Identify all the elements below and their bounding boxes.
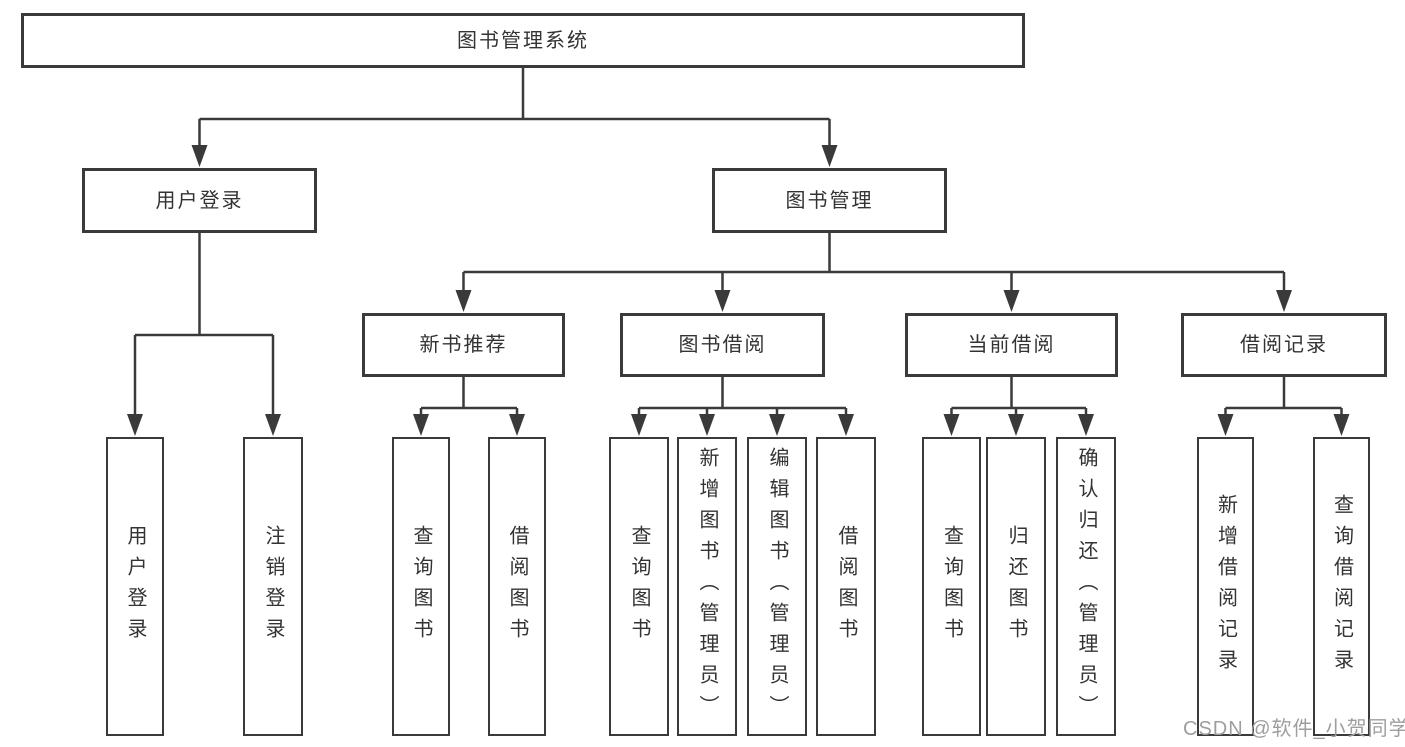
arrow-icon [1217,414,1234,436]
node-leaf-return-book: 归还图书 [986,437,1046,736]
arrow-icon [769,414,785,436]
node-leaf-user-login: 用户登录 [106,437,164,736]
node-label: 新增图书（管理员） [696,447,718,726]
node-label: 确认归还（管理员） [1075,447,1097,726]
arrow-icon [265,414,281,436]
node-label: 当前借阅 [967,334,1056,356]
arrow-icon [821,145,838,167]
node-label: 图书借阅 [678,334,767,356]
node-label: 注销登录 [262,524,284,649]
node-leaf-query-book-3: 查询图书 [922,437,981,736]
node-user-login: 用户登录 [82,168,317,233]
connector-lines [133,68,1343,418]
node-root-system: 图书管理系统 [21,13,1025,68]
node-label: 借阅图书 [835,524,857,649]
arrow-icon [943,414,960,436]
node-borrow-record: 借阅记录 [1181,313,1387,377]
arrow-icon [1276,290,1292,312]
arrowheads [127,145,1350,436]
node-label: 图书管理系统 [457,29,589,52]
arrow-icon [455,290,472,312]
node-book-borrow: 图书借阅 [620,313,825,377]
node-label: 查询图书 [628,524,650,649]
node-leaf-borrow-book-2: 借阅图书 [816,437,876,736]
node-label: 新书推荐 [419,334,508,356]
node-leaf-query-borrow-record: 查询借阅记录 [1313,437,1370,736]
node-label: 查询借阅记录 [1330,493,1353,680]
node-label: 查询图书 [410,524,432,649]
node-label: 用户登录 [124,524,146,649]
node-leaf-borrow-book-1: 借阅图书 [488,437,546,736]
node-label: 查询图书 [940,524,963,649]
arrow-icon [1008,414,1024,436]
arrow-icon [714,290,731,312]
arrow-icon [838,414,854,436]
csdn-watermark: CSDN @软件_小贺同学 [1183,718,1405,740]
node-label: 用户登录 [155,189,244,212]
arrow-icon [631,414,647,436]
node-leaf-add-borrow-record: 新增借阅记录 [1197,437,1254,736]
arrow-icon [1003,290,1020,312]
arrow-icon [191,145,208,167]
node-label: 借阅记录 [1240,334,1328,356]
node-leaf-query-book-1: 查询图书 [392,437,450,736]
node-label: 归还图书 [1005,524,1027,649]
arrow-icon [1333,414,1350,436]
node-label: 新增借阅记录 [1214,493,1237,680]
arrow-icon [413,414,429,436]
arrow-icon [127,414,143,436]
node-leaf-logout: 注销登录 [243,437,303,736]
node-new-book-recommend: 新书推荐 [362,313,565,377]
node-leaf-edit-book-admin: 编辑图书（管理员） [747,437,807,736]
node-leaf-add-book-admin: 新增图书（管理员） [677,437,737,736]
arrow-icon [509,414,525,436]
arrow-icon [1078,414,1094,436]
node-leaf-query-book-2: 查询图书 [609,437,669,736]
node-label: 图书管理 [785,189,874,212]
node-current-borrow: 当前借阅 [905,313,1118,377]
arrow-icon [699,414,715,436]
node-label: 编辑图书（管理员） [766,447,788,726]
node-leaf-confirm-return-admin: 确认归还（管理员） [1056,437,1116,736]
node-label: 借阅图书 [506,524,528,649]
node-book-management: 图书管理 [712,168,947,233]
